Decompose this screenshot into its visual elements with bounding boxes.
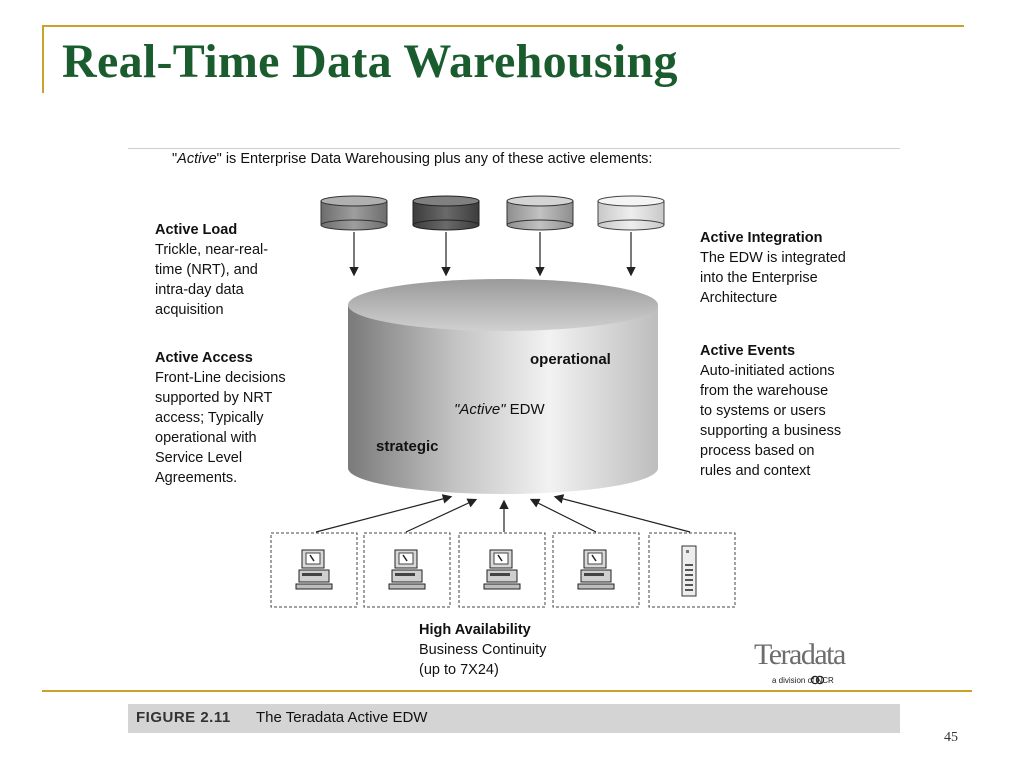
access-arrows [315, 494, 691, 533]
active-events-heading: Active Events [700, 343, 796, 359]
active-events-block: Active Events Auto-initiated actions fro… [700, 341, 841, 481]
active-load-block: Active Load Trickle, near-real- time (NR… [155, 220, 268, 320]
edw-label-active-edw: "Active" EDW [454, 401, 545, 418]
active-access-heading: Active Access [155, 350, 253, 366]
frame-left-rule [42, 25, 44, 93]
active-events-line: Auto-initiated actions [700, 363, 835, 379]
active-integration-line: The EDW is integrated [700, 250, 846, 266]
active-events-line: from the warehouse [700, 383, 829, 399]
teradata-logo: Teradata a division of NCR [754, 638, 870, 688]
active-load-line: time (NRT), and [155, 262, 258, 278]
active-integration-heading: Active Integration [700, 230, 823, 246]
figure-caption-bar: FIGURE 2.11 The Teradata Active EDW [128, 704, 900, 733]
active-events-line: rules and context [700, 463, 811, 479]
source-disk-1 [320, 195, 388, 231]
ncr-logo-mark [810, 675, 825, 685]
intro-active-word: Active [177, 151, 217, 167]
active-load-line: Trickle, near-real- [155, 242, 269, 258]
frame-top-rule [42, 25, 964, 27]
workstation-icon [295, 549, 333, 590]
edw-label-strategic: strategic [376, 438, 439, 455]
source-disk-3 [506, 195, 574, 231]
active-integration-block: Active Integration The EDW is integrated… [700, 228, 846, 308]
high-availability-line: (up to 7X24) [419, 662, 499, 678]
active-integration-line: into the Enterprise [700, 270, 818, 286]
workstation-icon [577, 549, 615, 590]
active-load-line: acquisition [155, 302, 224, 318]
workstation-icon [483, 549, 521, 590]
source-disk-4 [597, 195, 665, 231]
teradata-logo-sub: a division of NCR [772, 676, 834, 685]
active-access-line: supported by NRT [155, 390, 273, 406]
high-availability-heading: High Availability [419, 622, 531, 638]
active-access-line: Front-Line decisions [155, 370, 286, 386]
active-access-block: Active Access Front-Line decisions suppo… [155, 348, 286, 488]
active-access-line: Service Level [155, 450, 243, 466]
server-icon [681, 545, 697, 597]
edw-label-operational: operational [530, 351, 611, 368]
figure-caption: The Teradata Active EDW [256, 709, 428, 726]
slide-title: Real-Time Data Warehousing [62, 35, 678, 88]
active-access-line: operational with [155, 430, 257, 446]
active-access-line: access; Typically [155, 410, 264, 426]
active-events-line: process based on [700, 443, 815, 459]
page-number: 45 [944, 730, 958, 745]
teradata-logo-word: Teradata [754, 638, 846, 671]
figure-top-line [128, 148, 900, 149]
high-availability-block: High Availability Business Continuity (u… [419, 620, 546, 680]
active-events-line: supporting a business [700, 423, 842, 439]
load-arrows [349, 232, 636, 277]
figure-intro: "Active" is Enterprise Data Warehousing … [172, 151, 653, 167]
source-disk-2 [412, 195, 480, 231]
client-boxes [270, 532, 736, 608]
active-integration-line: Architecture [700, 290, 778, 306]
active-load-line: intra-day data [155, 282, 244, 298]
active-access-line: Agreements. [155, 470, 238, 486]
active-events-line: to systems or users [700, 403, 826, 419]
figure-number: FIGURE 2.11 [136, 709, 231, 726]
high-availability-line: Business Continuity [419, 642, 547, 658]
workstation-icon [388, 549, 426, 590]
edw-cylinder [348, 279, 658, 494]
active-load-heading: Active Load [155, 222, 238, 238]
bottom-rule [42, 690, 972, 692]
